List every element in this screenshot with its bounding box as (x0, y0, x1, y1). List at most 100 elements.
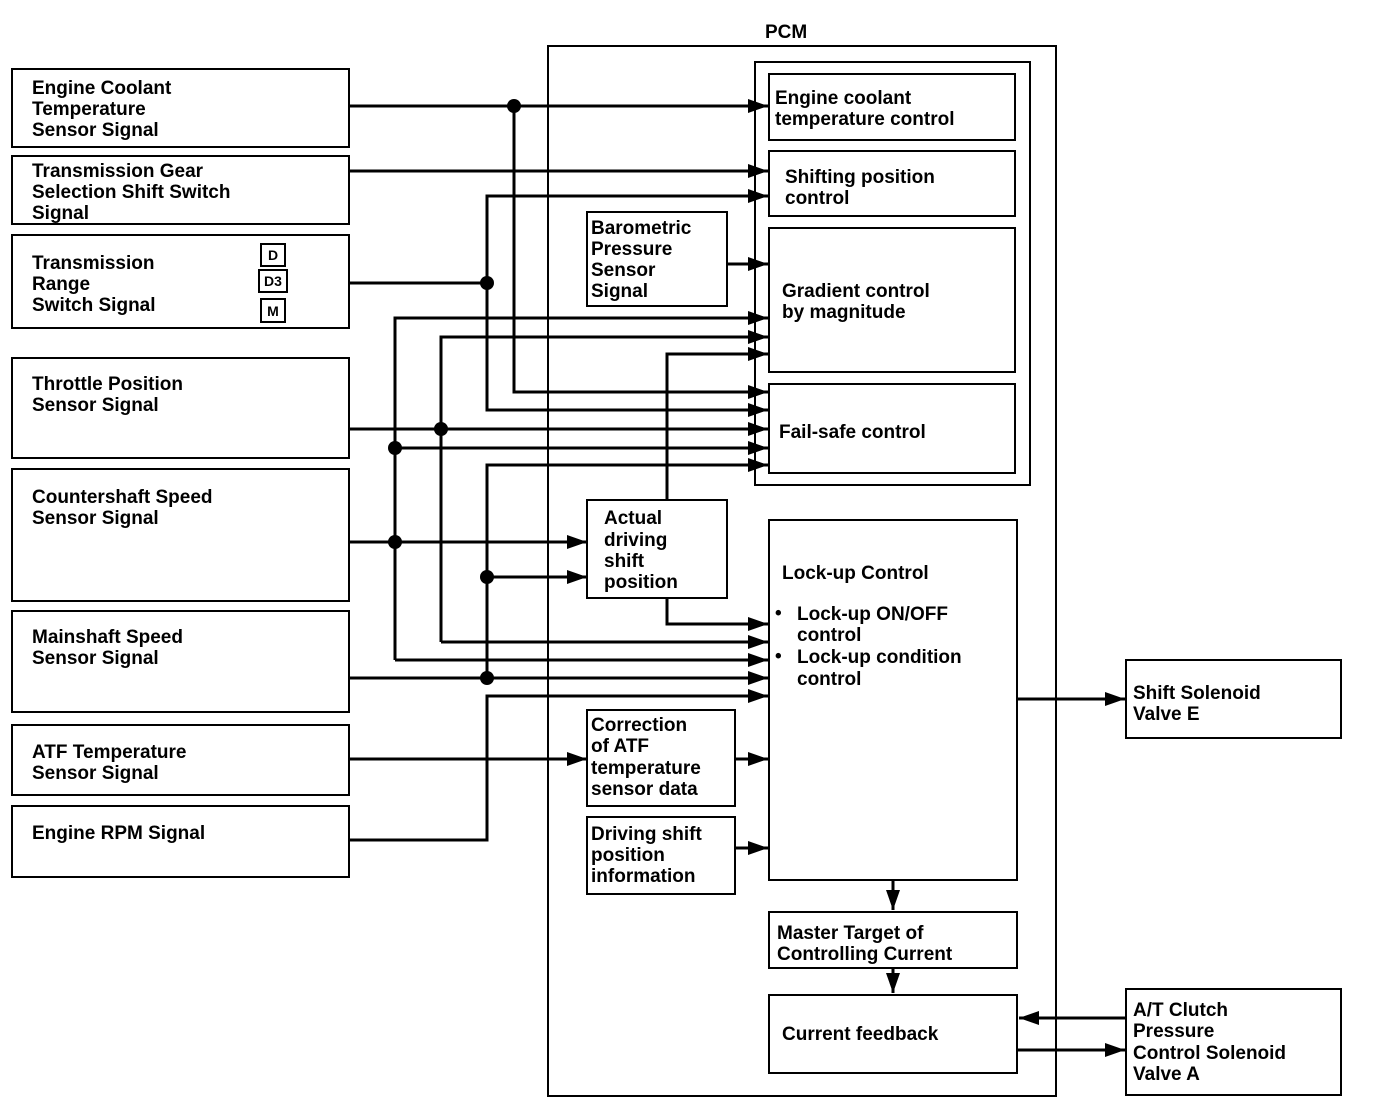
input-ect-label-3: Sensor Signal (32, 120, 159, 141)
shift-solenoid-e-box: Shift Solenoid Valve E (1125, 659, 1342, 739)
input-countershaft-box: Countershaft Speed Sensor Signal (11, 468, 350, 602)
lockup-item-2-line-2: control (797, 669, 861, 690)
arrow-head (748, 189, 768, 203)
input-mainshaft-box: Mainshaft Speed Sensor Signal (11, 610, 350, 713)
solenoid-e-label-1: Shift Solenoid (1133, 683, 1261, 704)
master-target-box: Master Target of Controlling Current (768, 911, 1018, 969)
lockup-control-title: Lock-up Control (782, 563, 929, 584)
junction-dot (480, 570, 494, 584)
gradient-control-box: Gradient control by magnitude (768, 227, 1016, 373)
master-target-label-1: Master Target of (777, 923, 924, 944)
junction-dot (388, 441, 402, 455)
shifting-control-label-2: control (785, 188, 849, 209)
junction-dot (480, 276, 494, 290)
arrow-head (748, 635, 768, 649)
failsafe-control-box: Fail-safe control (768, 383, 1016, 474)
pcm-title: PCM (765, 22, 807, 43)
arrow-head (748, 458, 768, 472)
arrow-head (748, 99, 768, 113)
arrow-head (748, 403, 768, 417)
atf-correction-box: Correction of ATF temperature sensor dat… (586, 709, 736, 807)
arrow-head (748, 441, 768, 455)
input-mainshaft-label-1: Mainshaft Speed (32, 627, 183, 648)
driving-info-label-3: information (591, 866, 696, 887)
lockup-item-2-line-1: Lock-up condition (797, 647, 962, 668)
signal-wire (485, 194, 768, 283)
input-atf-temp-label-2: Sensor Signal (32, 763, 159, 784)
solenoid-a-label-3: Control Solenoid (1133, 1043, 1286, 1064)
signal-wire (485, 283, 768, 412)
lockup-item-1-line-1: Lock-up ON/OFF (797, 604, 948, 625)
solenoid-a-box: A/T Clutch Pressure Control Solenoid Val… (1125, 988, 1342, 1096)
signal-wire (485, 463, 768, 678)
input-throttle-label-2: Sensor Signal (32, 395, 159, 416)
ect-control-box: Engine coolant temperature control (768, 73, 1016, 141)
arrow-head (748, 347, 768, 361)
arrow-head (748, 330, 768, 344)
mode-m-badge (260, 298, 286, 323)
junction-dot (480, 671, 494, 685)
arrow-head (748, 841, 768, 855)
solenoid-a-label-1: A/T Clutch (1133, 1000, 1228, 1021)
actual-driving-position-box: Actual driving shift position (586, 499, 728, 599)
shifting-position-control-box: Shifting position control (768, 150, 1016, 217)
shifting-control-label-1: Shifting position (785, 167, 935, 188)
atf-correction-label-2: of ATF (591, 736, 649, 757)
input-throttle-box: Throttle Position Sensor Signal (11, 357, 350, 459)
lockup-bullet-1: • (775, 603, 782, 624)
signal-wire (349, 694, 768, 842)
mode-d3-label: D3 (264, 273, 282, 289)
signal-wire (439, 335, 768, 642)
actual-driving-label-4: position (604, 572, 678, 593)
lockup-item-1-line-2: control (797, 625, 861, 646)
input-countershaft-label-2: Sensor Signal (32, 508, 159, 529)
input-range-switch-label-2: Range (32, 274, 90, 295)
driving-info-box: Driving shift position information (586, 816, 736, 895)
barometric-label-3: Sensor (591, 260, 656, 281)
input-ect-box: Engine Coolant Temperature Sensor Signal (11, 68, 350, 148)
control-group-frame (754, 61, 1031, 486)
mode-d-label: D (268, 247, 278, 263)
lockup-bullet-2: • (775, 646, 782, 667)
input-engine-rpm-label-1: Engine RPM Signal (32, 823, 205, 844)
arrow-head (748, 257, 768, 271)
mode-d-badge (260, 243, 286, 267)
lockup-control-box: Lock-up Control • Lock-up ON/OFF control… (768, 519, 1018, 881)
junction-dot (507, 99, 521, 113)
input-ect-label-2: Temperature (32, 99, 146, 120)
arrow-head (748, 617, 768, 631)
input-ect-label-1: Engine Coolant (32, 78, 172, 99)
arrow-head (748, 689, 768, 703)
solenoid-a-label-4: Valve A (1133, 1064, 1200, 1085)
solenoid-a-label-2: Pressure (1133, 1021, 1214, 1042)
signal-wires (349, 99, 1126, 1057)
arrow-head (1019, 1011, 1039, 1025)
mode-m-label: M (267, 303, 279, 319)
input-range-switch-label-1: Transmission (32, 253, 155, 274)
arrow-head (886, 890, 900, 910)
master-target-label-2: Controlling Current (777, 944, 953, 965)
input-range-switch-label-3: Switch Signal (32, 295, 156, 316)
actual-driving-label-2: driving (604, 530, 667, 551)
arrow-head (567, 570, 587, 584)
arrow-head (748, 385, 768, 399)
arrow-head (748, 671, 768, 685)
atf-correction-label-4: sensor data (591, 779, 698, 800)
input-engine-rpm-box: Engine RPM Signal (11, 805, 350, 878)
barometric-sensor-box: Barometric Pressure Sensor Signal (586, 211, 728, 307)
actual-driving-label-1: Actual (604, 508, 662, 529)
arrow-head (748, 422, 768, 436)
input-throttle-label-1: Throttle Position (32, 374, 183, 395)
arrow-head (1105, 1043, 1125, 1057)
input-gear-switch-label-3: Signal (32, 203, 89, 224)
input-gear-switch-box: Transmission Gear Selection Shift Switch… (11, 155, 350, 225)
input-mainshaft-label-2: Sensor Signal (32, 648, 159, 669)
junction-dot (434, 422, 448, 436)
gradient-control-label-1: Gradient control (782, 281, 930, 302)
gradient-control-label-2: by magnitude (782, 302, 906, 323)
arrow-head (567, 752, 587, 766)
ect-control-label-2: temperature control (775, 109, 954, 130)
input-atf-temp-box: ATF Temperature Sensor Signal (11, 724, 350, 796)
arrow-head (748, 653, 768, 667)
